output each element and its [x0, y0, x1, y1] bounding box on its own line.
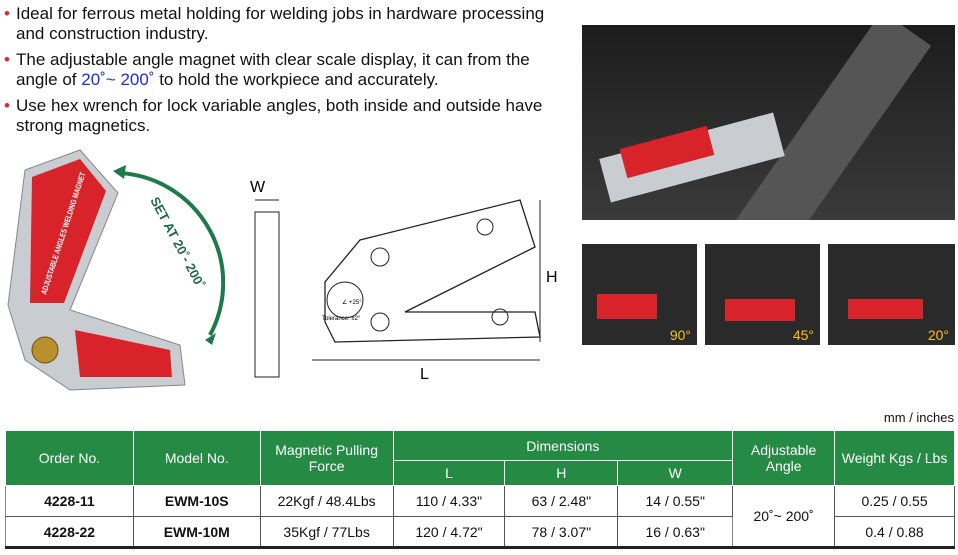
main-photo [582, 25, 955, 220]
photo-20: 20° [828, 244, 955, 345]
feature-text-post: to hold the workpiece and accurately. [154, 70, 439, 89]
photo-90: 90° [582, 244, 697, 345]
feature-text: Ideal for ferrous metal holding for weld… [16, 4, 545, 43]
cell-h: 78 / 3.07" [504, 516, 619, 548]
table-row: 4228-11 EWM-10S 22Kgf / 48.4Lbs 110 / 4.… [5, 485, 955, 548]
cell-force: 35Kgf / 77Lbs [259, 516, 394, 548]
angle-mark: ∠ +25° [342, 299, 362, 306]
unit-label: mm / inches [883, 410, 954, 425]
arc-label: SET AT 20˚- 200˚ [147, 194, 208, 290]
cell-order: 4228-11 [5, 485, 134, 517]
angle-range-highlight: 20˚~ 200˚ [81, 70, 155, 89]
width-label: W [250, 179, 266, 196]
dimension-diagram: W ∠ +25° Tolerance: ±2° H L [250, 179, 558, 383]
cell-model: EWM-10M [132, 516, 261, 548]
angle-label-20: 20° [927, 327, 949, 343]
header-w: W [617, 460, 734, 486]
table-row: 4228-22 EWM-10M 35Kgf / 77Lbs 120 / 4.72… [5, 516, 955, 548]
feature-item: • Ideal for ferrous metal holding for wel… [4, 4, 574, 44]
spec-table: Order No. Model No. Magnetic Pulling For… [5, 430, 955, 549]
feature-text: The adjustable angle magnet with clear s… [16, 50, 574, 90]
header-force: Magnetic Pulling Force [259, 430, 394, 486]
cell-h: 63 / 2.48" [504, 485, 619, 517]
photo-45: 45° [705, 244, 820, 345]
cell-angle: 20˚~ 200˚ [732, 485, 836, 548]
cell-weight: 0.4 / 0.88 [834, 516, 955, 548]
cell-l: 110 / 4.33" [392, 485, 506, 517]
cell-order: 4228-22 [5, 516, 134, 548]
height-label: H [546, 269, 558, 286]
cell-model: EWM-10S [132, 485, 261, 517]
feature-list: • Ideal for ferrous metal holding for wel… [4, 4, 574, 142]
angle-label-45: 45° [792, 327, 814, 343]
header-dimensions: Dimensions [392, 430, 734, 461]
header-l: L [392, 460, 506, 486]
header-h: H [504, 460, 619, 486]
cell-weight: 0.25 / 0.55 [834, 485, 955, 517]
tolerance-label: Tolerance: ±2° [322, 316, 361, 322]
bullet-icon: • [4, 50, 10, 69]
feature-text: Use hex wrench for lock variable angles,… [16, 96, 543, 135]
angle-label-90: 90° [669, 327, 691, 343]
cell-l: 120 / 4.72" [392, 516, 506, 548]
cell-w: 16 / 0.63" [617, 516, 734, 548]
header-order: Order No. [5, 430, 134, 486]
bullet-icon: • [4, 96, 10, 115]
feature-item: • Use hex wrench for lock variable angles… [4, 96, 574, 136]
cell-w: 14 / 0.55" [617, 485, 734, 517]
feature-item: • The adjustable angle magnet with clear … [4, 50, 574, 90]
length-label: L [420, 366, 429, 383]
feature-text-pre: The adjustable angle magnet with clear s… [16, 50, 530, 89]
header-angle: Adjustable Angle [732, 430, 836, 486]
product-image: ADJUSTABLE ANGLES WELDING MAGNET SET AT … [7, 149, 225, 391]
header-model: Model No. [132, 430, 261, 486]
cell-force: 22Kgf / 48.4Lbs [259, 485, 394, 517]
header-weight: Weight Kgs / Lbs [834, 430, 955, 486]
bullet-icon: • [4, 4, 10, 23]
